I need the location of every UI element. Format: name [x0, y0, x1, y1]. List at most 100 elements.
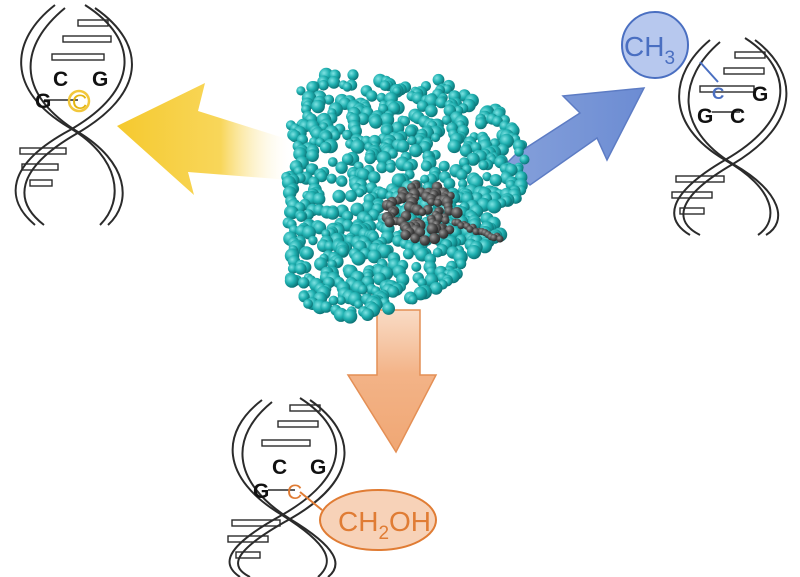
protein-atom: [407, 136, 417, 146]
ligand-atom: [433, 198, 442, 207]
dna-helix-top-left: C G G C: [14, 4, 133, 226]
protein-atom: [329, 130, 341, 141]
dna-strand-2b: [29, 7, 124, 226]
protein-atom: [420, 174, 430, 184]
protein-atom: [408, 294, 418, 305]
protein-atom: [335, 161, 348, 174]
dna-strand-2: [678, 39, 772, 236]
protein-atom: [379, 80, 391, 91]
ligand-atom: [400, 229, 411, 241]
protein-atom: [308, 235, 318, 246]
protein-atom: [519, 154, 530, 165]
ligand-atom: [418, 208, 427, 217]
base-g-paired: G: [35, 90, 51, 113]
protein-atom: [351, 251, 366, 266]
methyl-group-label: CH3: [624, 31, 675, 69]
protein-atom: [413, 286, 428, 301]
protein-atom: [357, 112, 370, 126]
protein-atom: [466, 245, 482, 260]
hydroxymethyl-bond: [299, 491, 323, 511]
protein-atom: [347, 69, 359, 81]
protein-atom: [379, 112, 395, 128]
ligand-atom: [490, 234, 498, 242]
protein-atom: [350, 139, 365, 154]
protein-atom: [319, 141, 332, 154]
dna-strand-1b: [23, 7, 133, 226]
protein-atom: [354, 299, 363, 309]
dna-strand-2b: [687, 41, 780, 236]
ligand-atom: [472, 228, 480, 236]
protein-atom: [337, 246, 349, 257]
protein-atom: [337, 177, 348, 187]
hydroxymethyl-group-ellipse: [319, 489, 437, 551]
protein-structure: [281, 67, 530, 324]
protein-atom: [357, 284, 368, 295]
dna-strand-1: [228, 397, 337, 577]
protein-atom: [342, 309, 358, 324]
ligand-atom: [466, 225, 474, 233]
protein-atom: [367, 171, 381, 184]
highlight-ring: [67, 89, 91, 113]
protein-atom: [366, 90, 378, 102]
protein-atom: [443, 177, 456, 190]
protein-atom: [435, 96, 448, 109]
arrow-yellow-left: [117, 83, 290, 195]
protein-atom: [320, 301, 333, 313]
base-g: G: [92, 68, 108, 91]
base-c: C: [53, 68, 68, 91]
protein-atom: [402, 161, 414, 173]
protein-atom: [301, 246, 314, 260]
ligand-atom: [451, 207, 463, 219]
ligand-atom: [457, 222, 465, 230]
protein-atom: [514, 147, 524, 157]
protein-atom: [487, 199, 502, 214]
base-g-paired: G: [697, 105, 713, 128]
protein-atom: [306, 149, 319, 163]
protein-atom: [336, 295, 346, 305]
protein-atom: [432, 73, 445, 86]
protein-atom: [474, 117, 487, 130]
methyl-group-circle: [621, 11, 689, 79]
protein-atom: [459, 144, 473, 157]
dna-strand-2b: [241, 401, 337, 577]
protein-atom: [382, 302, 395, 315]
protein-atom: [385, 162, 396, 173]
protein-atom: [442, 84, 453, 94]
ligand-atom: [384, 217, 395, 228]
ligand-atom: [427, 197, 436, 207]
protein-atom: [342, 82, 353, 92]
protein-atom: [332, 189, 346, 203]
protein-atom: [429, 282, 443, 295]
protein-atom: [318, 80, 329, 91]
protein-atom: [323, 94, 335, 105]
protein-atom: [441, 115, 452, 125]
protein-atom: [311, 99, 325, 114]
protein-atom: [328, 295, 339, 306]
arrow-blue-right: [503, 87, 646, 186]
protein-atom: [324, 240, 335, 252]
protein-atom: [296, 86, 306, 96]
protein-atom: [455, 258, 467, 270]
protein-atom: [431, 133, 441, 143]
protein-atom: [369, 115, 383, 129]
cytosine-hydroxymethylated: C: [287, 481, 302, 504]
protein-atom: [447, 139, 462, 154]
protein-atom: [342, 129, 353, 141]
methyl-bond: [699, 61, 719, 83]
protein-atom: [425, 104, 438, 118]
base-g: G: [310, 456, 326, 479]
protein-atom: [489, 174, 502, 187]
protein-atom: [284, 273, 299, 288]
protein-atom: [327, 157, 338, 167]
protein-atom: [478, 160, 489, 171]
ligand-atom: [419, 235, 431, 246]
ligand-atom: [496, 235, 504, 243]
ligand-atom: [438, 228, 449, 239]
hydroxymethyl-group-label: CH2OH: [338, 506, 431, 544]
protein-atom: [404, 125, 417, 138]
protein-atom: [411, 261, 422, 272]
protein-atom: [425, 173, 437, 185]
dna-strand-2: [20, 4, 116, 226]
protein-atom: [361, 308, 374, 321]
